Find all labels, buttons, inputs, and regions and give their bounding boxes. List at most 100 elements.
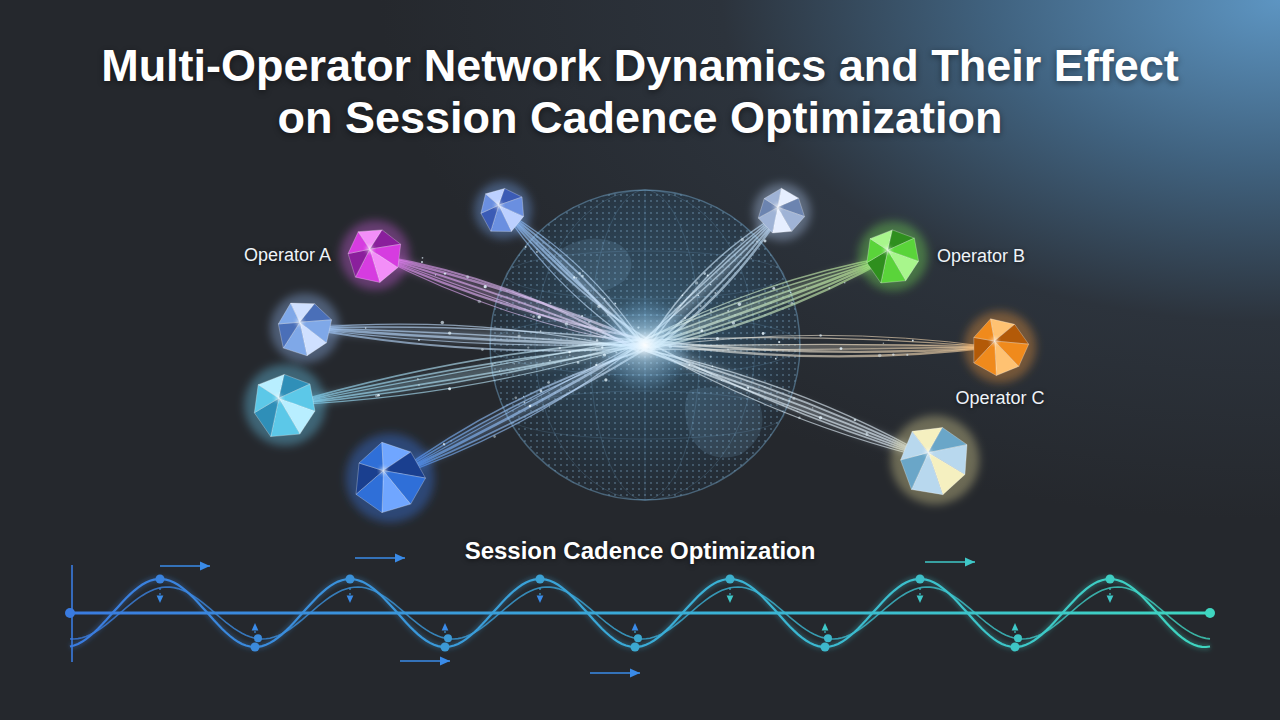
polyhedron <box>270 293 340 363</box>
particle <box>537 315 541 319</box>
cadence-dot <box>156 575 165 584</box>
polyhedron-facet <box>974 337 995 362</box>
polyhedron <box>753 183 811 241</box>
polyhedron-highlight <box>775 204 781 210</box>
cadence-wave <box>65 558 1215 673</box>
cadence-dot <box>254 634 262 642</box>
particle <box>527 347 529 349</box>
particle <box>549 406 550 407</box>
particle <box>547 381 550 384</box>
particle <box>772 287 775 290</box>
particle <box>484 285 487 288</box>
particle <box>529 405 531 407</box>
wave-primary <box>70 579 1210 647</box>
polyhedron-facet <box>928 445 967 475</box>
particle <box>569 390 570 391</box>
particle <box>569 355 570 356</box>
cadence-direction-arrow <box>400 660 450 662</box>
cadence-dot <box>251 643 260 652</box>
particle <box>698 295 699 296</box>
polyhedron-facet <box>359 442 383 470</box>
particle <box>595 364 597 366</box>
particle <box>682 294 684 296</box>
particle <box>443 443 445 445</box>
polyhedron <box>346 434 435 523</box>
particle <box>714 292 716 294</box>
cadence-dot <box>634 634 642 642</box>
particle <box>819 416 822 419</box>
particle <box>444 272 446 274</box>
core-glow <box>597 297 693 393</box>
polyhedron-glow <box>346 434 435 523</box>
particle <box>550 302 552 304</box>
polyhedron <box>340 220 410 290</box>
particle <box>377 394 380 397</box>
cadence-dot <box>536 575 545 584</box>
cadence-dot <box>1106 575 1115 584</box>
particle <box>710 356 712 358</box>
polyhedron-facet <box>778 207 805 231</box>
globe-continent <box>557 239 631 292</box>
polyhedron-facet <box>300 304 332 322</box>
particle <box>710 310 712 312</box>
globe-meridian <box>590 190 700 500</box>
beam-strand <box>649 335 992 347</box>
particle <box>790 292 791 293</box>
cadence-dot <box>824 634 832 642</box>
timeline-axis <box>70 612 1210 615</box>
cadence-dot <box>1011 643 1020 652</box>
particle <box>478 300 481 303</box>
particle <box>481 348 484 351</box>
cadence-dot <box>821 643 830 652</box>
particle <box>798 416 800 418</box>
polyhedron <box>858 221 928 291</box>
axis-end-dot <box>1205 608 1215 618</box>
particle <box>727 348 729 350</box>
particle <box>559 347 561 349</box>
particle <box>444 444 445 445</box>
cadence-shift-arrow <box>444 623 445 638</box>
particle <box>568 351 571 354</box>
particle <box>581 275 584 278</box>
beam-strand <box>645 351 935 461</box>
polyhedron <box>964 311 1036 383</box>
particle <box>597 305 601 309</box>
polyhedron <box>891 416 980 505</box>
polyhedron <box>244 364 326 446</box>
particle <box>878 354 882 358</box>
particle <box>710 284 711 285</box>
particle <box>578 272 581 275</box>
beam-strand <box>646 344 993 347</box>
polyhedron-glow <box>340 220 410 290</box>
polyhedron-glow <box>753 183 811 241</box>
beam-strand <box>648 338 992 347</box>
cadence-direction-arrow <box>160 565 210 567</box>
polyhedron-highlight <box>925 450 931 456</box>
cadence-shift-arrow <box>729 588 730 603</box>
particle <box>840 347 843 350</box>
cadence-shift-arrow <box>919 588 920 603</box>
particle <box>764 240 767 243</box>
cadence-direction-arrow <box>925 561 975 563</box>
polyhedron-highlight <box>992 338 998 344</box>
polyhedron-facet <box>300 320 332 343</box>
particles <box>365 238 914 446</box>
polyhedron-facet <box>279 384 315 411</box>
operator-node: Operator C <box>955 315 1044 409</box>
particle <box>524 401 526 403</box>
beam-strand <box>375 255 640 338</box>
operator-polyhedron <box>343 223 407 287</box>
cadence-dot <box>726 575 735 584</box>
particle <box>448 387 451 390</box>
polyhedron-highlight <box>367 246 373 252</box>
particle <box>789 400 790 401</box>
particle <box>906 354 908 356</box>
particle <box>778 341 780 343</box>
particle <box>751 258 752 259</box>
particle <box>775 358 777 360</box>
particle <box>422 257 424 259</box>
particle <box>604 298 606 300</box>
particle <box>892 353 894 355</box>
polyhedron-facet <box>348 249 370 277</box>
